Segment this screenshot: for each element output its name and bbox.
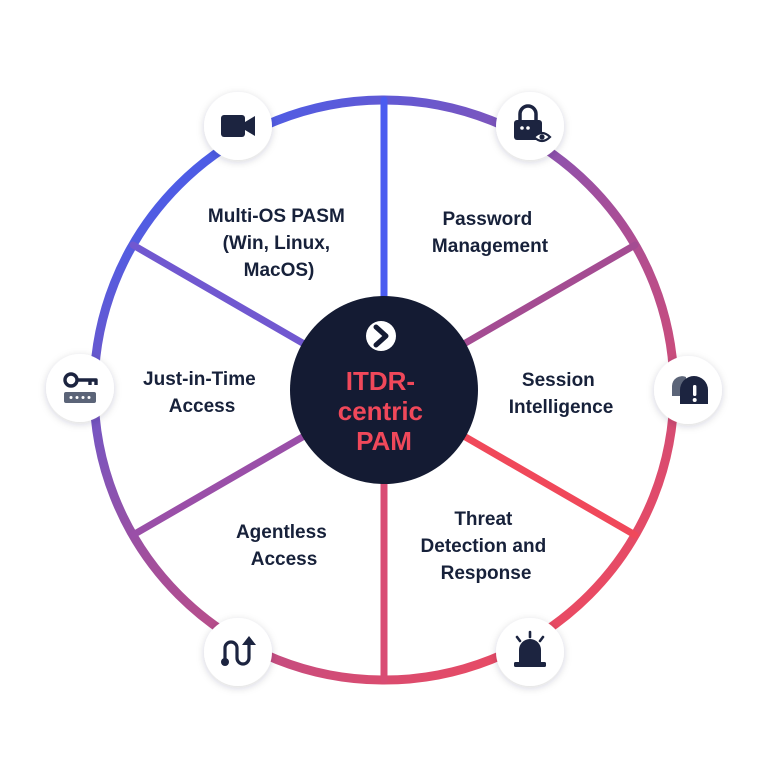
- spoke-lower-left: [129, 431, 310, 539]
- route-arrow-icon: [204, 618, 272, 686]
- chevron-right-logo-icon: [366, 321, 396, 351]
- spokes: [129, 96, 639, 684]
- center-hub: ITDR- centric PAM: [290, 296, 478, 484]
- segment-label-multi-os-pasm: Multi-OS PASM (Win, Linux, MacOS): [208, 206, 350, 281]
- key-password-icon: [46, 354, 114, 422]
- segment-label-password-management: Password Management: [432, 209, 549, 257]
- center-title: ITDR- centric PAM: [338, 366, 431, 456]
- spoke-lower-right: [458, 431, 639, 539]
- spoke-upper-right: [458, 241, 639, 349]
- segment-label-just-in-time-access: Just-in-Time Access: [143, 369, 261, 417]
- siren-icon: [496, 618, 564, 686]
- video-camera-icon: [204, 92, 272, 160]
- alert-chat-icon: [654, 356, 722, 424]
- spoke-upper-left: [129, 241, 310, 349]
- segment-label-session-intelligence: Session Intelligence: [509, 370, 614, 418]
- segment-label-agentless-access: Agentless Access: [236, 522, 332, 570]
- segment-label-threat-detection: Threat Detection and Response: [421, 509, 552, 584]
- lock-eye-icon: [496, 92, 564, 160]
